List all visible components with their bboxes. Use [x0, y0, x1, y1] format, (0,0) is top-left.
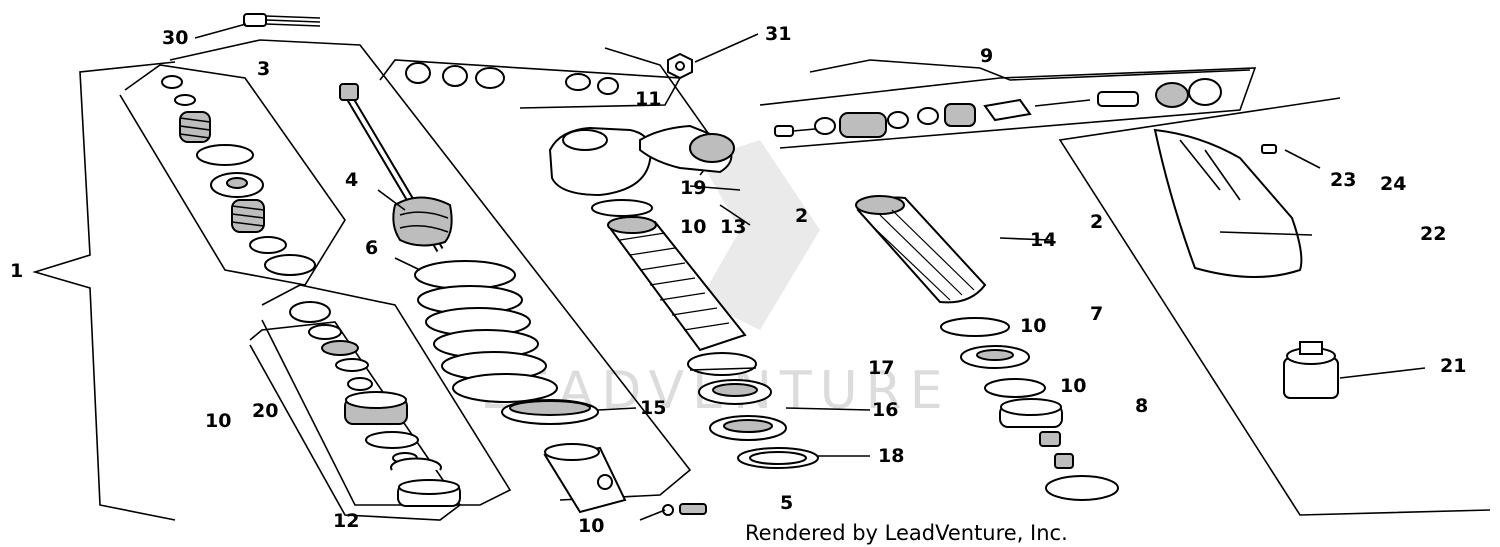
callout-15: 15 [640, 397, 666, 419]
callout-22: 22 [1420, 223, 1446, 245]
valve-stack-upper [161, 75, 316, 276]
part-5-clevis [543, 443, 707, 516]
callout-11: 11 [635, 88, 661, 110]
part-4-bump-stop [392, 196, 453, 247]
part-13-body[interactable] [607, 216, 747, 352]
part-21-can[interactable] [1283, 341, 1339, 399]
callout-10-b: 10 [1020, 315, 1046, 337]
callout-10-e: 10 [578, 515, 604, 537]
callout-14: 14 [1030, 229, 1056, 251]
group-outlines [119, 39, 1491, 521]
part-18-washer [737, 447, 819, 469]
part-22-guard[interactable] [1153, 128, 1303, 279]
part-15-spring-seat [501, 399, 599, 425]
callout-5: 5 [780, 492, 793, 514]
part-11-head [548, 124, 735, 197]
callout-17: 17 [868, 357, 894, 379]
part-7-seal-stack [940, 317, 1030, 369]
credit-text: Rendered by LeadVenture, Inc. [745, 521, 1068, 545]
callout-20: 20 [252, 400, 278, 422]
callout-6: 6 [365, 237, 378, 259]
callout-1: 1 [10, 260, 23, 282]
callout-10-c: 10 [1060, 375, 1086, 397]
callout-23: 23 [1330, 169, 1356, 191]
callout-30: 30 [162, 27, 188, 49]
part-30-bolt [243, 13, 321, 27]
part-14-reservoir[interactable] [855, 195, 987, 304]
callout-21: 21 [1440, 355, 1466, 377]
valve-stack-lower [289, 301, 461, 507]
callout-8: 8 [1135, 395, 1148, 417]
callout-13: 13 [720, 216, 746, 238]
callout-19: 19 [680, 177, 706, 199]
callout-3: 3 [257, 58, 270, 80]
part-31-nut [667, 52, 693, 80]
part-16-locknut [709, 415, 787, 441]
assembly-bracket-1 [32, 61, 176, 521]
callout-10-d: 10 [205, 410, 231, 432]
upper-bushings [405, 62, 619, 95]
callout-4: 4 [345, 169, 358, 191]
part-10-oring [591, 199, 653, 217]
callout-18: 18 [878, 445, 904, 467]
callout-16: 16 [872, 399, 898, 421]
part-8-piston-stack [984, 378, 1119, 501]
callout-2-b: 2 [1090, 211, 1103, 233]
callout-31: 31 [765, 23, 791, 45]
part-6-spring[interactable] [414, 260, 558, 403]
part-9-adjuster-assembly [774, 78, 1222, 138]
callout-9: 9 [980, 45, 993, 67]
callouts: 30 31 9 3 11 4 19 10 13 2 2 14 22 23 24 … [10, 23, 1466, 537]
callout-10-a: 10 [680, 216, 706, 238]
callout-2-a: 2 [795, 205, 808, 227]
callout-7: 7 [1090, 303, 1103, 325]
callout-24: 24 [1380, 173, 1406, 195]
leader-lines [194, 23, 1426, 521]
callout-12: 12 [333, 510, 359, 532]
